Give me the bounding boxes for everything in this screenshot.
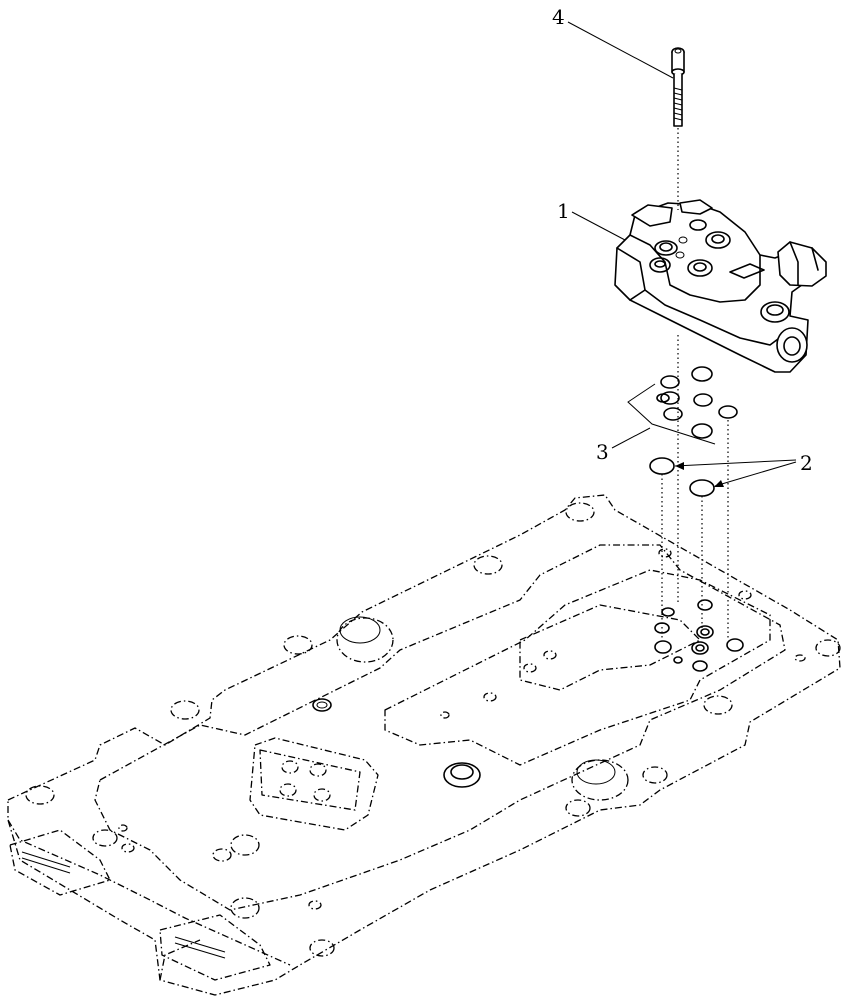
callout-2: 2 — [800, 451, 813, 475]
valve-body-item-1 — [614, 199, 827, 373]
callout-1: 1 — [557, 199, 570, 223]
alignment-lines — [661, 128, 729, 640]
o-ring-set-item-3 — [627, 366, 738, 445]
callout-3: 3 — [596, 440, 609, 464]
callout-4: 4 — [552, 5, 565, 29]
bolt-item-4 — [671, 47, 685, 127]
leader-lines — [567, 21, 797, 487]
valve-base-plate — [7, 494, 841, 996]
